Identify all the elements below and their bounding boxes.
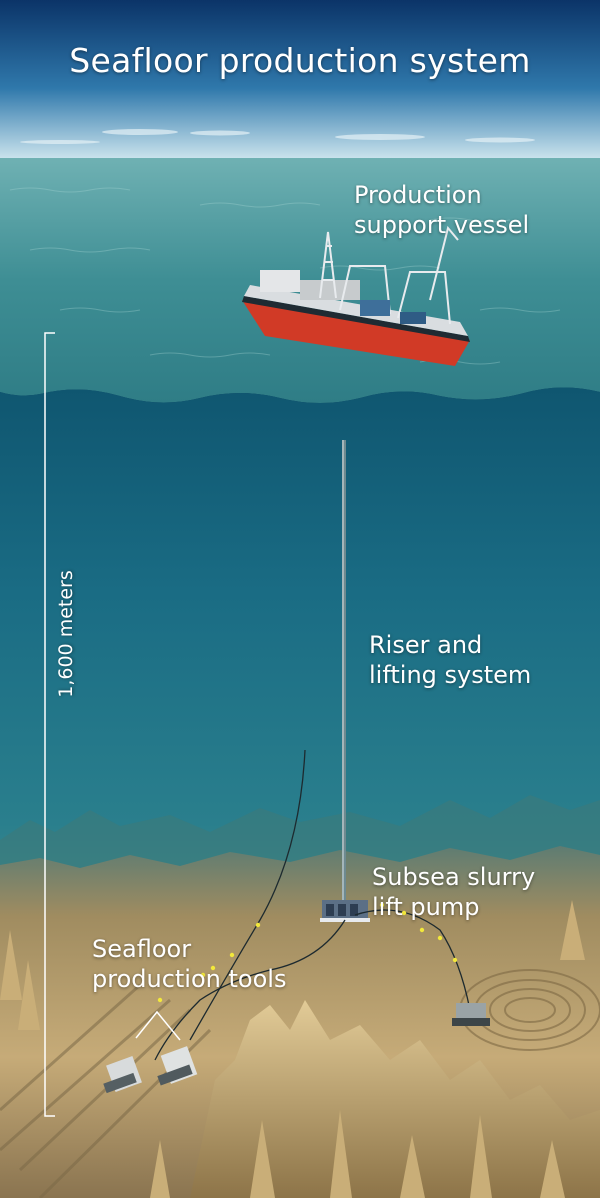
umbilical-markers bbox=[157, 902, 458, 1003]
vessel-label: Production support vessel bbox=[354, 180, 529, 240]
seafloor-tool-1 bbox=[103, 1056, 142, 1094]
tools-label: Seafloor production tools bbox=[92, 934, 286, 994]
depth-scale-label: 1,600 meters bbox=[55, 570, 77, 698]
deep-water bbox=[0, 387, 600, 900]
page-title: Seafloor production system bbox=[69, 41, 531, 80]
riser-pipe bbox=[342, 440, 346, 905]
rock-formations bbox=[190, 1000, 600, 1198]
tools-label-line-2: production tools bbox=[92, 965, 287, 993]
riser-label: Riser and lifting system bbox=[369, 630, 531, 690]
vessel-label-line-2: support vessel bbox=[354, 211, 530, 239]
riser-label-line-1: Riser and bbox=[369, 631, 483, 659]
riser-label-line-2: lifting system bbox=[369, 661, 532, 689]
seafloor-tool-2 bbox=[157, 1046, 198, 1086]
umbilical-lines bbox=[154, 749, 471, 1061]
pump-label-line-2: lift pump bbox=[372, 893, 480, 921]
production-vessel bbox=[242, 225, 470, 366]
tools-pointer bbox=[135, 1010, 181, 1041]
seafloor-tracks bbox=[0, 983, 212, 1198]
depth-scale-bracket bbox=[44, 332, 55, 1117]
tools-label-line-1: Seafloor bbox=[92, 935, 192, 963]
pump-label: Subsea slurry lift pump bbox=[372, 862, 535, 922]
pump-label-line-1: Subsea slurry bbox=[372, 863, 536, 891]
surface-ripples bbox=[9, 187, 561, 365]
lift-pump bbox=[320, 900, 370, 922]
rock-spires bbox=[0, 900, 585, 1198]
vessel-label-line-1: Production bbox=[354, 181, 482, 209]
sky bbox=[0, 0, 600, 160]
clouds bbox=[20, 129, 535, 144]
seafloor-tool-3 bbox=[452, 1003, 490, 1026]
